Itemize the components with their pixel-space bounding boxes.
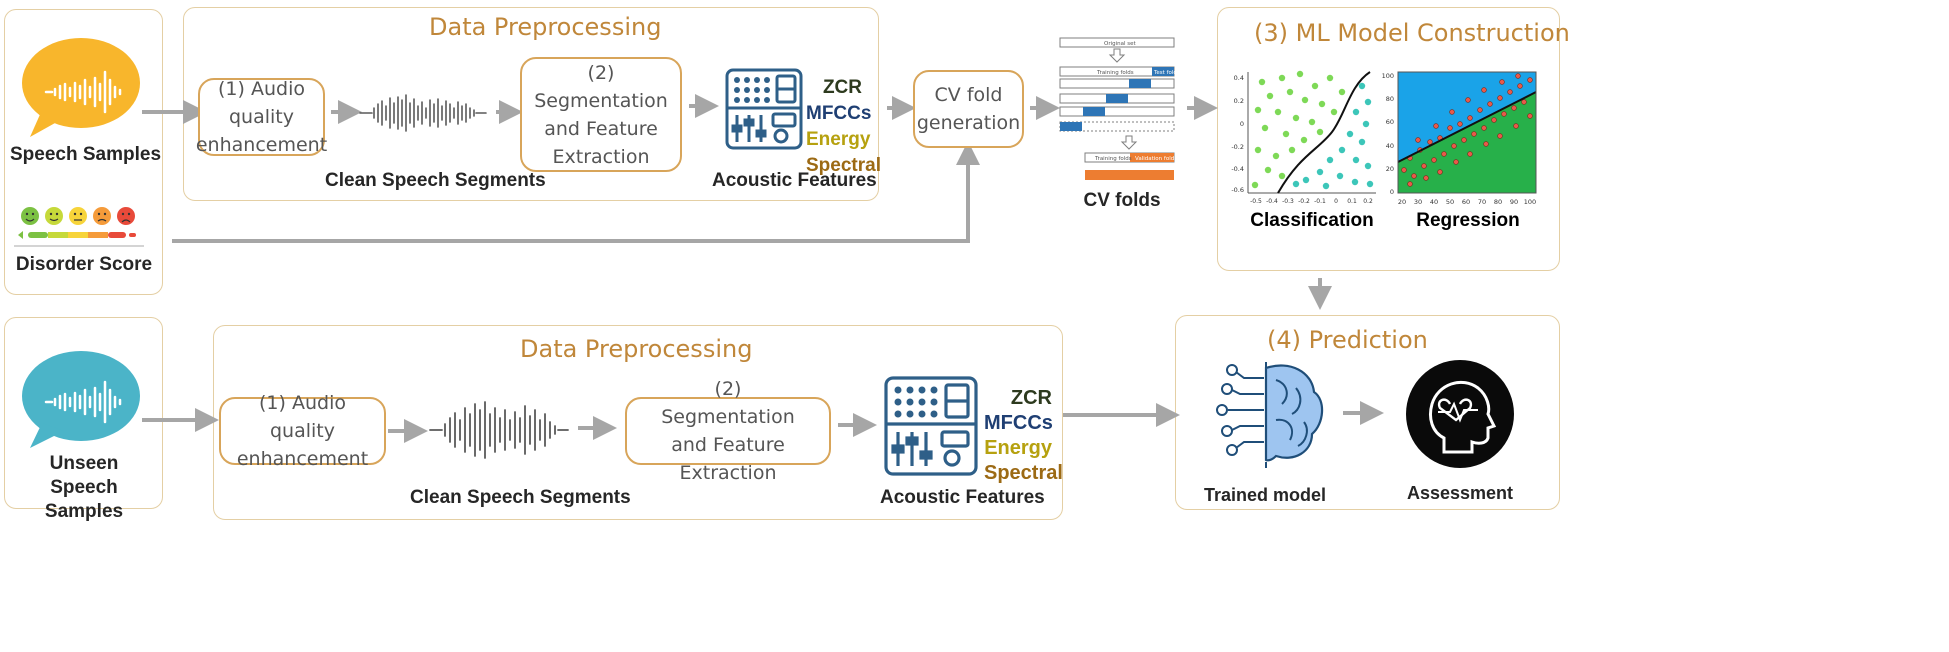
feature-list-bottom: ZCR MFCCs Energy Spectral (984, 386, 1063, 486)
acoustic-features-top: Acoustic Features (712, 170, 877, 191)
reg-x-tick: 30 (1414, 198, 1422, 206)
reg-y-tick: 100 (1382, 72, 1394, 80)
unseen-speech-samples-label: Unseen Speech Samples (44, 453, 124, 522)
reg-x-tick: 50 (1446, 198, 1454, 206)
feature-mfccs: MFCCs (806, 103, 872, 124)
reg-y-tick: 80 (1386, 95, 1394, 103)
feature-zcr: ZCR (822, 77, 862, 98)
classification-label: Classification (1250, 210, 1374, 231)
class-x-tick: -0.2 (1298, 198, 1310, 205)
class-x-tick: -0.4 (1266, 198, 1278, 205)
step1-audio-enhancement-top: (1) Audio quality enhancement (195, 78, 328, 156)
assessment-label: Assessment (1406, 483, 1514, 503)
step2-segmentation-top: (2) Segmentation and Feature Extraction (520, 57, 682, 172)
class-x-tick: -0.1 (1314, 198, 1326, 205)
clean-speech-segments-bottom: Clean Speech Segments (410, 487, 631, 508)
class-x-tick: -0.5 (1250, 198, 1262, 205)
cv-mini-test-fold: Test fold (1153, 70, 1177, 76)
class-x-tick: -0.3 (1282, 198, 1294, 205)
feature-list-top: ZCR MFCCs Energy Spectral (806, 75, 881, 179)
cv-mini-validation-fold: Validation fold (1135, 156, 1174, 162)
step2-segmentation-bottom: (2) Segmentation and Feature Extraction (625, 378, 831, 484)
reg-x-tick: 20 (1398, 198, 1406, 206)
step1-audio-enhancement-bottom: (1) Audio quality enhancement (219, 392, 386, 470)
preproc-title-bottom: Data Preprocessing (520, 335, 753, 363)
cv-fold-generation-box: CV fold generation (913, 70, 1024, 148)
class-x-tick: 0 (1334, 198, 1338, 205)
cv-folds-label: CV folds (1083, 190, 1161, 211)
class-y-tick: -0.4 (1231, 165, 1244, 173)
class-y-tick: -0.6 (1231, 186, 1244, 194)
reg-x-tick: 70 (1478, 198, 1486, 206)
ml-construction-title: (3) ML Model Construction (1254, 19, 1570, 47)
reg-x-tick: 80 (1494, 198, 1502, 206)
speech-samples-label: Speech Samples (10, 144, 162, 165)
reg-x-tick: 100 (1524, 198, 1536, 206)
arrow-score-to-cv (172, 141, 980, 243)
reg-x-tick: 60 (1462, 198, 1470, 206)
feature-spectral: Spectral (984, 462, 1063, 484)
class-y-tick: 0.2 (1234, 97, 1244, 105)
disorder-score-label: Disorder Score (15, 254, 153, 275)
feature-mfccs: MFCCs (984, 412, 1053, 434)
reg-y-tick: 20 (1386, 165, 1394, 173)
reg-y-tick: 0 (1390, 188, 1394, 196)
cv-mini-training-folds-2: Training folds (1094, 156, 1132, 162)
cv-mini-training-folds: Training folds (1096, 70, 1134, 76)
clean-speech-segments-top: Clean Speech Segments (325, 170, 546, 191)
feature-energy: Energy (984, 437, 1052, 459)
class-y-tick: 0.4 (1234, 74, 1244, 82)
class-x-tick: 0.2 (1363, 198, 1373, 205)
feature-zcr: ZCR (1010, 387, 1052, 409)
reg-x-tick: 40 (1430, 198, 1438, 206)
reg-x-tick: 90 (1510, 198, 1518, 206)
feature-energy: Energy (806, 129, 871, 150)
reg-y-tick: 60 (1386, 118, 1394, 126)
class-x-tick: 0.1 (1347, 198, 1357, 205)
class-y-tick: -0.2 (1231, 143, 1244, 151)
prediction-title: (4) Prediction (1267, 326, 1428, 354)
cv-mini-original-set: Original set (1104, 41, 1137, 47)
reg-y-tick: 40 (1386, 142, 1394, 150)
acoustic-features-bottom: Acoustic Features (880, 487, 1045, 508)
trained-model-label: Trained model (1204, 485, 1327, 505)
class-y-tick: 0 (1240, 120, 1244, 128)
regression-label: Regression (1416, 210, 1520, 231)
preproc-title-top: Data Preprocessing (429, 13, 662, 41)
